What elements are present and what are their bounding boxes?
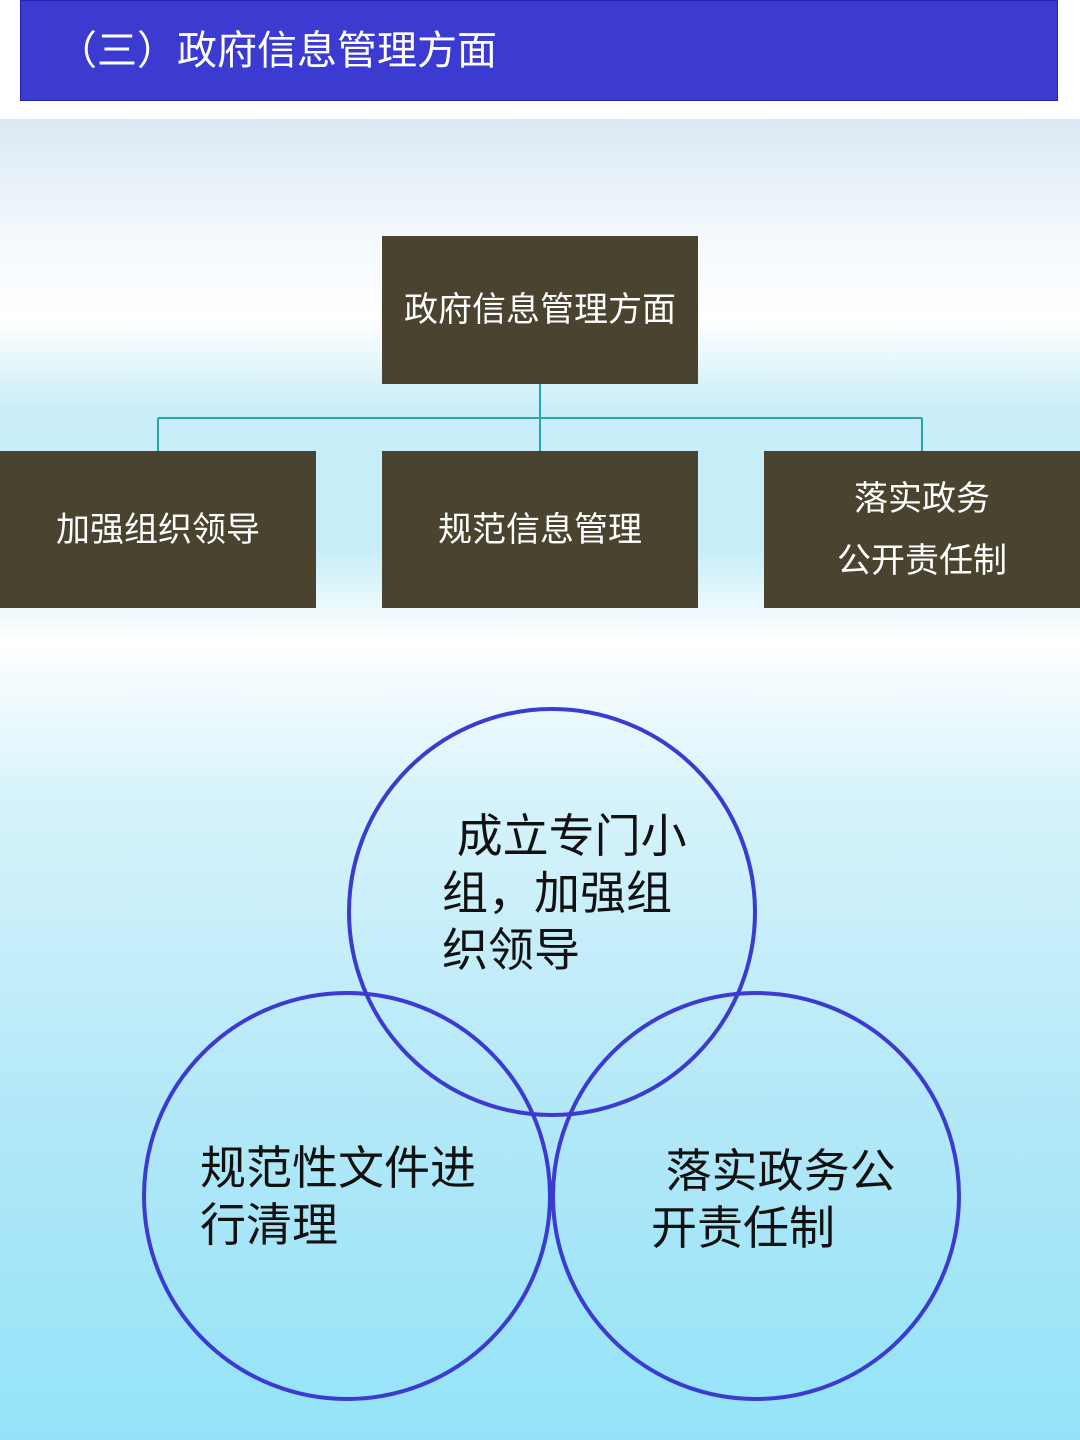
venn-text-right-line-2: 开责任制 <box>651 1201 835 1255</box>
org-child-label-2: 规范信息管理 <box>438 509 642 550</box>
venn-text-left-line-2: 行清理 <box>200 1198 338 1252</box>
org-child-label-3-line-1: 落实政务 <box>854 478 990 519</box>
org-root-label: 政府信息管理方面 <box>404 290 676 330</box>
venn-text-top-line-2: 组，加强组 <box>442 866 672 920</box>
venn-text-top-line-3: 织领导 <box>442 923 580 977</box>
venn-circle-right <box>551 991 961 1401</box>
venn-circle-top <box>347 707 757 1117</box>
org-root-box: 政府信息管理方面 <box>382 236 698 384</box>
venn-text-top-line-1: 成立专门小 <box>442 809 687 863</box>
venn-panel <box>0 640 1080 1440</box>
org-child-box-3: 落实政务 公开责任制 <box>764 451 1080 608</box>
header-bar: （三）政府信息管理方面 <box>20 0 1058 101</box>
venn-text-top: 成立专门小 组，加强组 织领导 <box>442 808 732 979</box>
venn-text-left: 规范性文件进 行清理 <box>200 1140 500 1254</box>
slide-title: （三）政府信息管理方面 <box>57 28 497 74</box>
org-child-label-3-line-2: 公开责任制 <box>837 540 1007 581</box>
org-child-box-2: 规范信息管理 <box>382 451 698 608</box>
venn-text-right: 落实政务公 开责任制 <box>651 1143 931 1257</box>
venn-text-left-line-1: 规范性文件进 <box>200 1141 476 1195</box>
org-child-label-1: 加强组织领导 <box>56 509 260 550</box>
venn-circle-left <box>142 991 552 1401</box>
org-child-box-1: 加强组织领导 <box>0 451 316 608</box>
venn-text-right-line-1: 落实政务公 <box>651 1144 896 1198</box>
